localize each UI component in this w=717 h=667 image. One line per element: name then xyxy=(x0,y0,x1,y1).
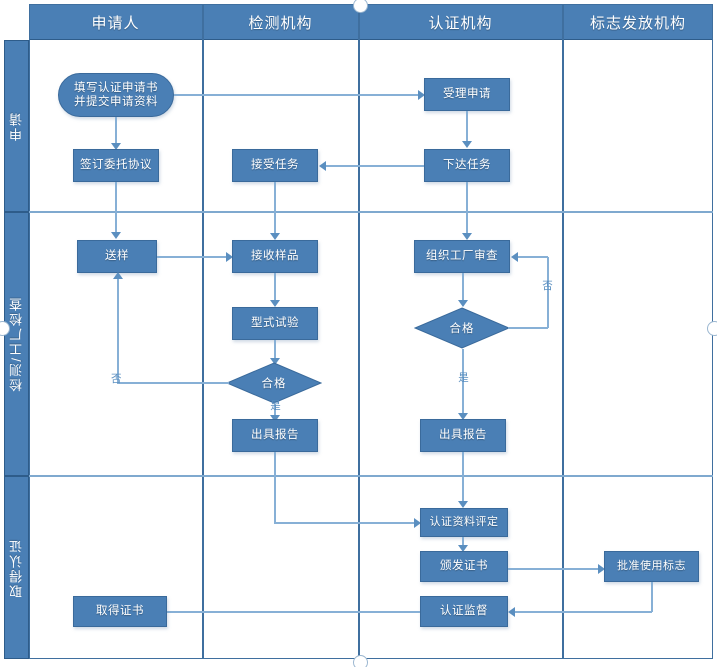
edge-application-to-accept xyxy=(174,94,419,96)
edge-sign-to-send-sample-arrow xyxy=(111,232,121,239)
edge-approve-mark-arrow xyxy=(508,607,515,617)
edge-test-no-horizontal xyxy=(117,382,229,384)
node-accept-application[interactable]: 受理申请 xyxy=(424,78,510,111)
edge-type-test-to-pass-arrow xyxy=(270,358,280,365)
lane-header-applicant[interactable]: 申请人 xyxy=(29,4,203,40)
edge-issue-to-approve-mark xyxy=(508,568,601,570)
node-fill-application-line2: 并提交申请资料 xyxy=(74,96,158,108)
node-audit-pass-decision[interactable]: 合格 xyxy=(414,307,510,349)
edge-test-no-arrow xyxy=(113,272,123,279)
edge-assign-to-factory-audit xyxy=(466,182,468,236)
edge-factory-audit-to-pass-arrow xyxy=(458,300,468,307)
node-test-pass-decision[interactable]: 合格 xyxy=(226,362,322,404)
edge-application-to-accept-arrow xyxy=(418,90,425,100)
resize-handle-top[interactable] xyxy=(353,0,368,13)
node-sign-agreement[interactable]: 签订委托协议 xyxy=(73,149,159,182)
edge-label-audit-no: 否 xyxy=(541,280,553,291)
edge-sign-to-send-sample xyxy=(115,182,117,235)
node-fill-application[interactable]: 填写认证申请书 并提交申请资料 xyxy=(58,73,174,117)
edge-send-to-receive-sample xyxy=(157,256,229,258)
row-label-testing-audit-text: 检测/工厂检查 xyxy=(9,296,24,392)
node-issue-certificate[interactable]: 颁发证书 xyxy=(420,551,508,582)
edge-receive-to-type-test xyxy=(274,273,276,302)
edge-audit-report-arrow xyxy=(458,501,468,508)
edge-send-to-receive-sample-arrow xyxy=(226,252,233,262)
edge-label-test-yes: 是 xyxy=(269,400,281,411)
edge-audit-yes-arrow xyxy=(458,413,468,420)
edge-audit-no-arrow xyxy=(511,252,518,262)
row-label-testing-audit[interactable]: 检测/工厂检查 xyxy=(4,212,29,476)
row-label-obtain-certification[interactable]: 取得认证 xyxy=(4,476,29,659)
edge-issue-to-approve-mark-arrow xyxy=(598,564,605,574)
edge-accept-task-to-receive-sample-arrow xyxy=(270,233,280,240)
edge-type-test-to-pass xyxy=(274,340,276,362)
edge-approve-mark-left xyxy=(515,611,652,613)
edge-evaluate-to-issue xyxy=(462,537,464,549)
edge-evaluate-to-issue-arrow xyxy=(458,545,468,552)
node-fill-application-line1: 填写认证申请书 xyxy=(74,81,158,94)
node-organize-factory-audit[interactable]: 组织工厂审查 xyxy=(414,240,510,273)
node-assign-task[interactable]: 下达任务 xyxy=(424,149,510,182)
column-divider-3[interactable] xyxy=(562,4,564,659)
node-accept-task[interactable]: 接受任务 xyxy=(232,149,318,182)
edge-test-report-right xyxy=(274,522,416,524)
edge-assign-to-factory-audit-arrow xyxy=(462,233,472,240)
column-divider-1[interactable] xyxy=(202,4,204,659)
edge-assign-to-accept-task-arrow xyxy=(319,161,326,171)
node-test-report[interactable]: 出具报告 xyxy=(232,419,318,452)
edge-audit-no-vertical xyxy=(547,257,549,328)
edge-test-report-down xyxy=(274,452,276,523)
edge-accept-task-to-receive-sample xyxy=(274,182,276,236)
edge-assign-to-accept-task xyxy=(326,165,424,167)
edge-accept-to-assign xyxy=(466,111,468,143)
lane-header-testing-org[interactable]: 检测机构 xyxy=(203,4,359,40)
node-receive-sample[interactable]: 接收样品 xyxy=(232,240,318,273)
resize-handle-bottom[interactable] xyxy=(353,655,368,667)
edge-factory-audit-to-pass xyxy=(462,273,464,303)
row-label-obtain-certification-text: 取得认证 xyxy=(9,537,24,598)
edge-label-test-no: 否 xyxy=(111,373,122,385)
row-label-application[interactable]: 申请 xyxy=(4,40,29,212)
edge-application-to-sign xyxy=(115,117,117,146)
row-label-application-text: 申请 xyxy=(9,111,24,141)
node-approve-mark-use[interactable]: 批准使用标志 xyxy=(604,551,699,582)
node-cert-supervision[interactable]: 认证监督 xyxy=(420,596,508,627)
node-send-sample[interactable]: 送样 xyxy=(77,240,157,273)
edge-test-yes-arrow xyxy=(270,415,280,422)
edge-test-yes-vertical xyxy=(274,404,276,419)
edge-audit-no-top xyxy=(518,256,548,258)
resize-handle-left[interactable] xyxy=(0,321,10,336)
node-obtain-certificate[interactable]: 取得证书 xyxy=(73,596,167,627)
column-divider-2[interactable] xyxy=(358,4,360,659)
edge-test-report-arrow xyxy=(414,518,421,528)
edge-audit-yes-vertical xyxy=(462,349,464,415)
lane-header-mark-issuing-org[interactable]: 标志发放机构 xyxy=(589,14,686,32)
row-divider-2[interactable] xyxy=(29,475,713,477)
node-type-test[interactable]: 型式试验 xyxy=(232,307,318,340)
row-divider-1[interactable] xyxy=(29,211,713,213)
node-audit-report[interactable]: 出具报告 xyxy=(420,419,506,452)
edge-approve-mark-down xyxy=(651,582,653,612)
edge-label-audit-yes: 是 xyxy=(457,372,469,383)
lane-header-certification-org[interactable]: 认证机构 xyxy=(359,4,563,40)
edge-test-no-vertical xyxy=(117,278,119,383)
edge-accept-to-assign-arrow xyxy=(462,141,472,148)
node-evaluate-materials[interactable]: 认证资料评定 xyxy=(420,508,508,537)
resize-handle-right[interactable] xyxy=(707,321,717,336)
edge-supervision-to-obtain xyxy=(167,611,420,613)
edge-audit-report-down xyxy=(462,452,464,504)
edge-audit-no-bottom xyxy=(508,327,548,329)
edge-receive-to-type-test-arrow xyxy=(270,300,280,307)
edge-application-to-sign-arrow xyxy=(111,143,121,150)
